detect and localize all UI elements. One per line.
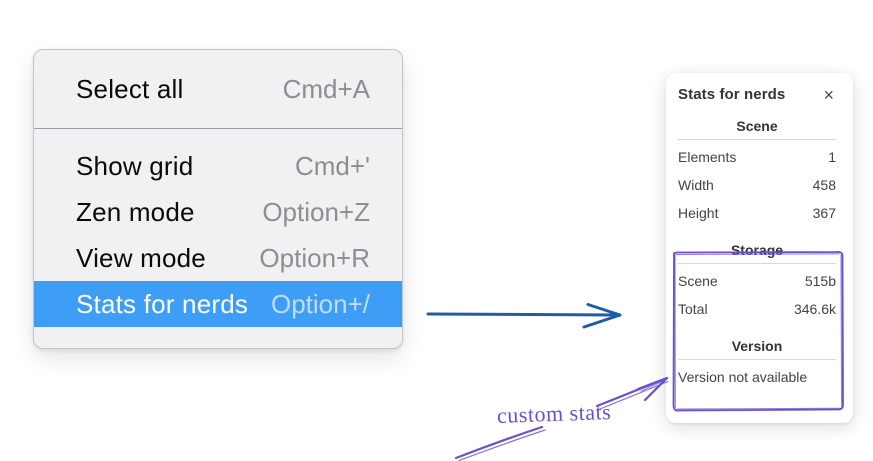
section-heading: Version [731,338,783,354]
menu-item-view-mode[interactable]: View mode Option+R [34,235,402,281]
stat-value: 458 [812,177,836,193]
stats-panel-titlebar: Stats for nerds × [678,84,836,105]
context-menu: Select all Cmd+A Show grid Cmd+' Zen mod… [33,49,403,349]
section-divider [678,359,836,360]
stats-section-scene: Scene Elements 1 Width 458 Height 367 [678,118,836,227]
menu-divider [34,128,402,129]
menu-item-shortcut: Option+/ [270,289,370,319]
stat-row-height: Height 367 [678,199,836,227]
section-divider [678,139,836,140]
flow-arrow [426,303,622,329]
stats-panel-title: Stats for nerds [678,86,786,103]
stats-panel: Stats for nerds × Scene Elements 1 Width… [666,73,853,423]
section-divider [678,263,836,264]
menu-item-label: Stats for nerds [76,289,249,319]
stat-label: Version not available [678,369,808,385]
stat-label: Elements [678,149,737,165]
stat-label: Height [678,205,719,221]
stat-row-scene-storage: Scene 515b [678,267,836,295]
menu-item-label: Select all [76,74,184,104]
menu-item-label: Show grid [76,151,194,181]
stat-label: Scene [678,273,718,289]
annotation-text-custom-stats: custom stats [496,399,612,428]
stat-value: 346.6k [793,301,836,317]
stat-value: 1 [828,149,836,165]
menu-item-select-all[interactable]: Select all Cmd+A [34,50,402,128]
stat-row-total-storage: Total 346.6k [678,295,836,323]
stat-value: 367 [812,205,836,221]
menu-item-stats-for-nerds[interactable]: Stats for nerds Option+/ [34,281,402,327]
section-heading: Scene [736,118,778,134]
stat-value: 515b [804,273,836,289]
section-heading: Storage [730,242,784,258]
stat-row-width: Width 458 [678,171,836,199]
stat-label: Total [678,301,708,317]
menu-item-shortcut: Option+Z [262,197,370,227]
menu-section-bottom: Show grid Cmd+' Zen mode Option+Z View m… [34,129,402,343]
menu-section-top: Select all Cmd+A [34,50,402,128]
menu-item-shortcut: Cmd+' [294,151,370,181]
menu-item-zen-mode[interactable]: Zen mode Option+Z [34,189,402,235]
menu-item-label: Zen mode [76,197,195,227]
menu-item-label: View mode [76,243,206,273]
stat-row-elements: Elements 1 [678,143,836,171]
menu-item-show-grid[interactable]: Show grid Cmd+' [34,143,402,189]
stat-label: Width [678,177,714,193]
stats-section-storage: Storage Scene 515b Total 346.6k [678,242,836,323]
menu-item-shortcut: Option+R [259,243,370,273]
close-icon[interactable]: × [823,84,834,105]
stat-row-version: Version not available [678,363,836,391]
menu-item-shortcut: Cmd+A [282,74,370,104]
stats-section-version: Version Version not available [678,338,836,391]
